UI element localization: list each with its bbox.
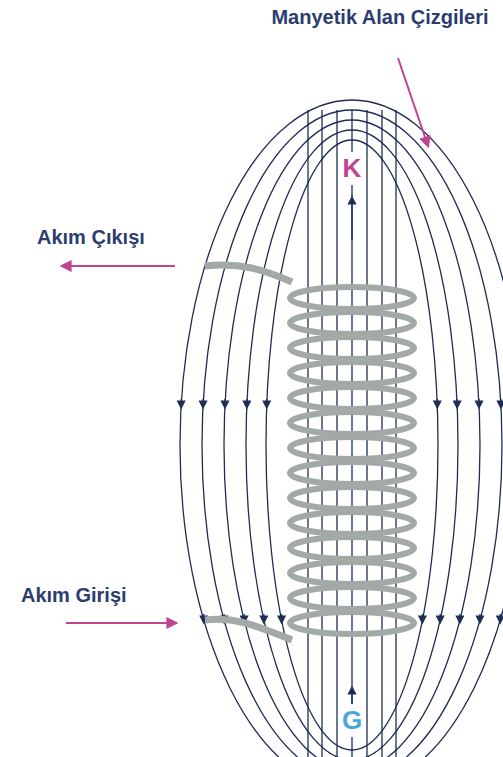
coil-turn — [290, 287, 414, 309]
current-arrow — [62, 265, 175, 267]
coil-turn — [290, 487, 414, 509]
field-arrow — [351, 200, 352, 240]
field-arrow — [456, 399, 457, 405]
lead-wire — [205, 619, 292, 640]
lead-wire — [205, 265, 292, 282]
field-arrow — [266, 399, 267, 405]
field-arrow — [203, 614, 204, 620]
field-arrow — [181, 399, 182, 405]
field-arrow — [439, 614, 440, 620]
coil-turn — [290, 537, 414, 559]
field-arrow — [202, 399, 203, 405]
coil-turn — [290, 412, 414, 434]
leader-arrow — [398, 58, 428, 146]
coil-turn — [290, 587, 414, 609]
field-arrow — [478, 399, 479, 405]
pole-letter: K — [340, 152, 365, 185]
current-out-label: Akım Çıkışı — [34, 224, 148, 250]
field-lines — [180, 100, 503, 757]
coil-turn — [290, 312, 414, 334]
field-arrow — [281, 614, 282, 620]
coil-turn — [290, 462, 414, 484]
field-arrow — [459, 614, 460, 620]
coil-turn — [290, 612, 414, 634]
pole-letter: G — [339, 704, 365, 737]
field-arrow — [500, 614, 501, 620]
current-in-label: Akım Girişi — [18, 582, 130, 608]
coil-turn — [290, 387, 414, 409]
current-arrow — [66, 622, 176, 624]
field-arrow — [263, 614, 264, 620]
field-arrow — [479, 614, 480, 620]
field-arrow — [500, 399, 501, 405]
field-arrow — [224, 399, 225, 405]
coil-turn — [290, 337, 414, 359]
field-arrow — [437, 399, 438, 405]
field-arrow — [422, 614, 423, 620]
coil-turn — [290, 512, 414, 534]
field-line — [202, 110, 502, 757]
coil-turn — [290, 362, 414, 384]
coil-turn — [290, 562, 414, 584]
field-line — [180, 100, 503, 757]
field-arrow — [246, 399, 247, 405]
coil-windings — [290, 287, 414, 634]
field-lines-label: Manyetik Alan Çizgileri — [262, 4, 498, 30]
coil-turn — [290, 437, 414, 459]
